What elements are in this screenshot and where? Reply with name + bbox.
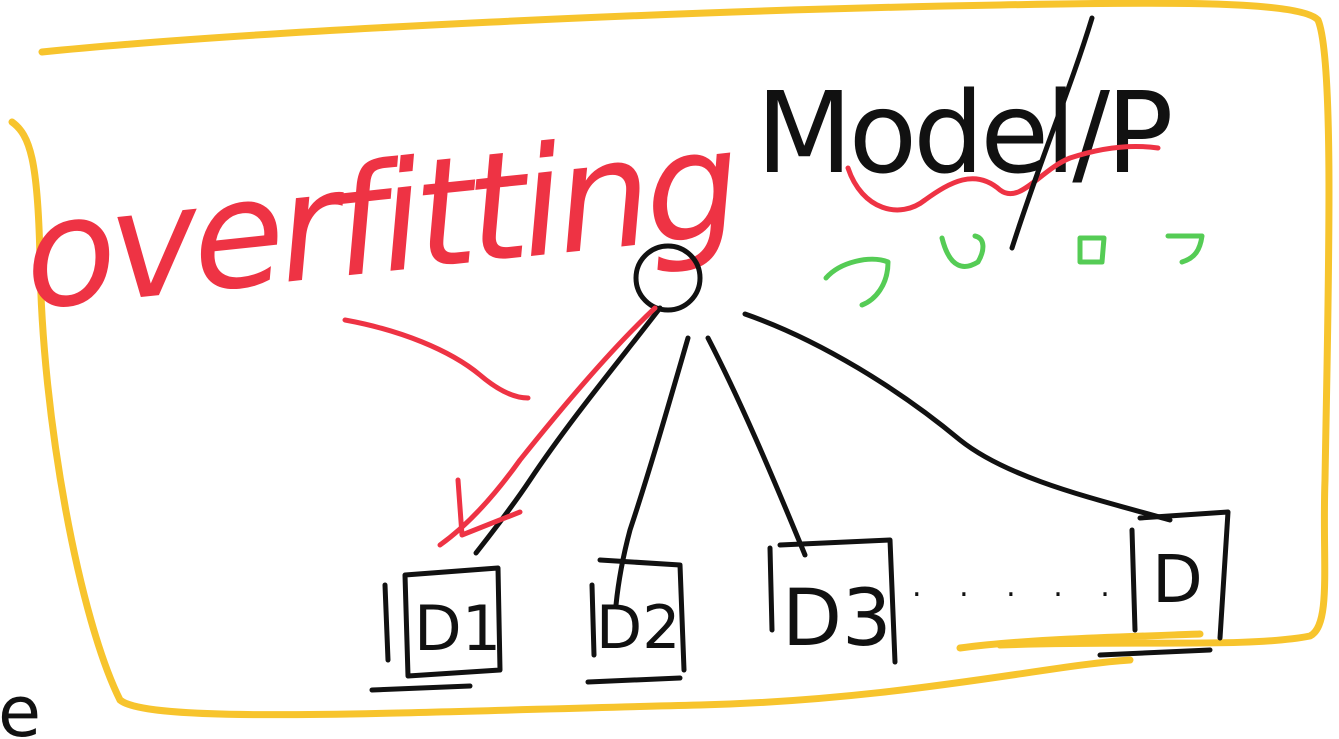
dataset-d1: D1 <box>369 565 503 693</box>
dataset-d3: D3 <box>767 537 898 665</box>
parameter-marks <box>823 233 1205 308</box>
dataset-label: D <box>1152 541 1203 618</box>
tree-edges <box>473 305 1173 608</box>
highlight-box <box>8 0 1333 719</box>
overfitting-label: overfitting <box>15 97 743 345</box>
dataset-label: D2 <box>596 593 680 663</box>
stray-letter: e <box>0 671 41 739</box>
model-node <box>633 243 703 313</box>
dataset-d2: D2 <box>585 557 687 685</box>
overfitting-connector <box>342 317 531 401</box>
model-underline <box>845 144 1161 213</box>
overfitting-arrow <box>437 305 658 548</box>
dataset-label: D1 <box>414 592 501 665</box>
model-slash <box>1009 15 1095 251</box>
dataset-ellipsis: . . . . . <box>912 569 1124 604</box>
dataset-dn: D <box>1097 509 1231 658</box>
dataset-label: D3 <box>782 574 892 664</box>
